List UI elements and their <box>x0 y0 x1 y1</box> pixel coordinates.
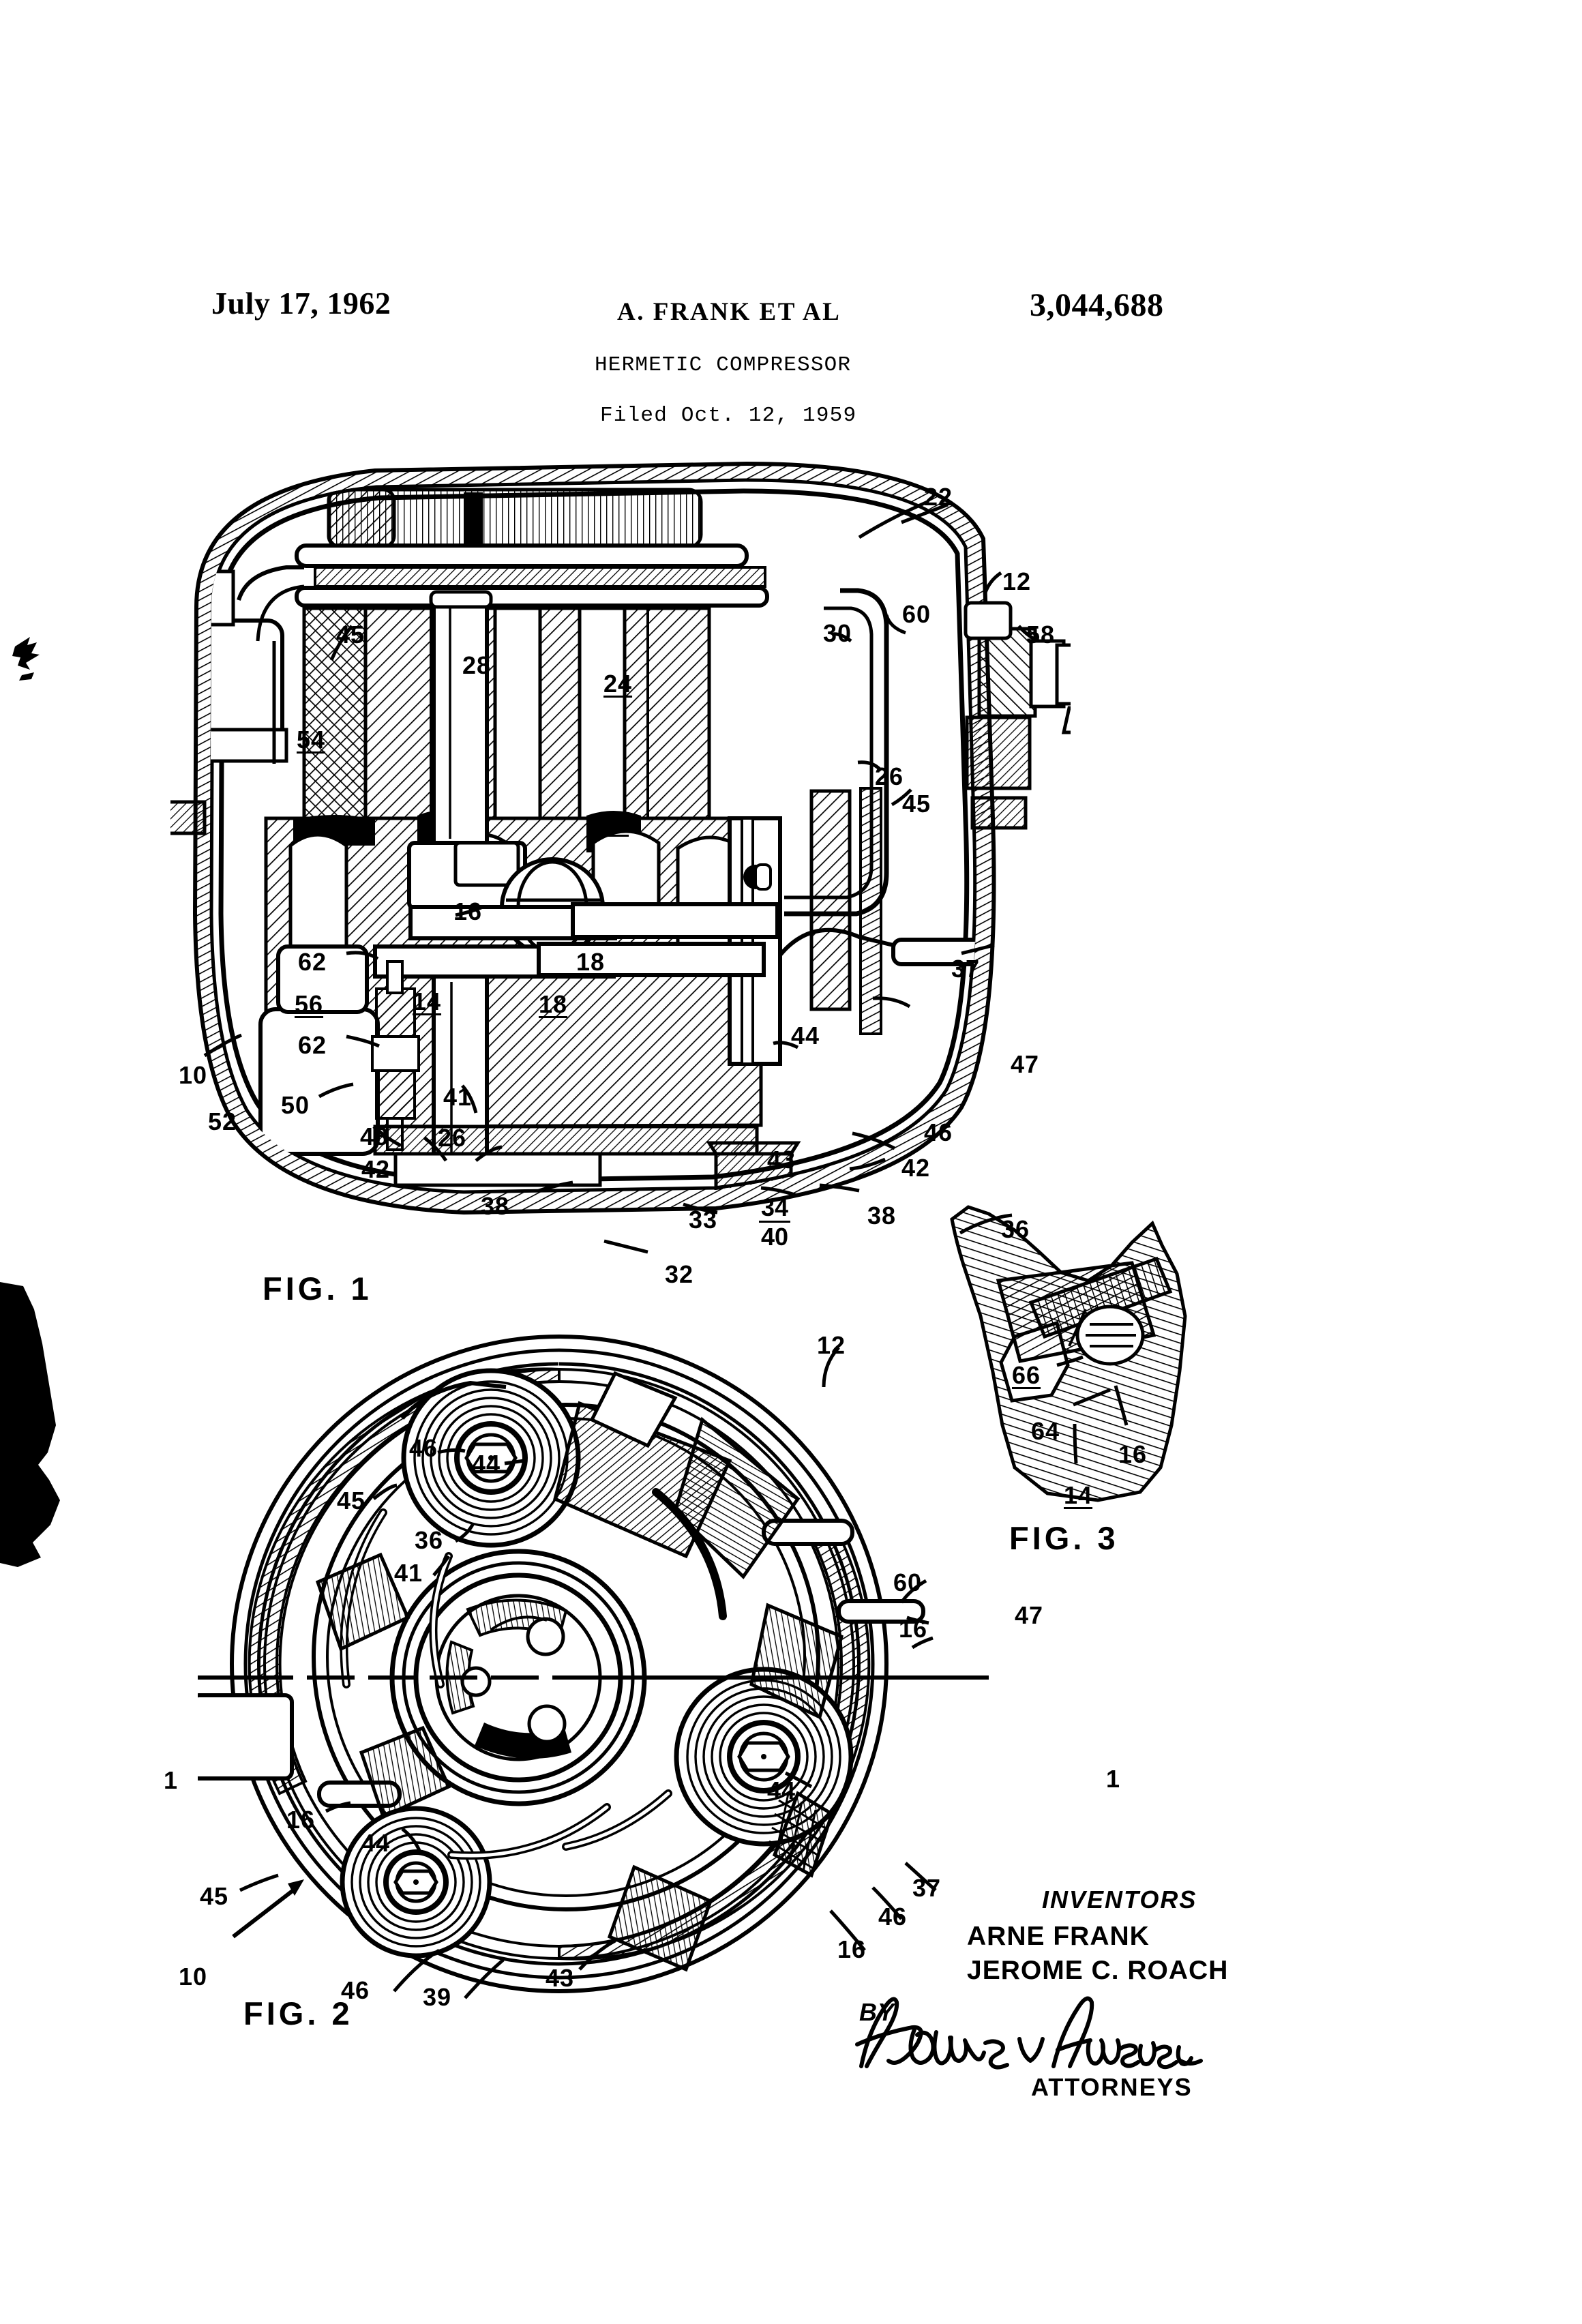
ref-numeral-44: 44 <box>472 1450 501 1478</box>
inventors-heading: INVENTORS <box>1042 1886 1197 1913</box>
ref-numeral-47: 47 <box>1015 1601 1044 1629</box>
ref-numeral-10: 10 <box>179 1963 208 1991</box>
ref-numeral-14: 14 <box>413 987 442 1015</box>
section-line-1-1 <box>198 1675 989 1680</box>
ref-numeral-42: 42 <box>361 1155 391 1183</box>
figure-1-drawing <box>170 461 1071 1254</box>
leader-lines-fig1 <box>203 500 1039 1254</box>
ref-numeral-60: 60 <box>893 1568 923 1596</box>
ref-numeral-38: 38 <box>867 1202 897 1230</box>
terminal-assembly <box>210 569 420 1156</box>
motor-stator <box>327 488 703 549</box>
ref-numeral-48: 48 <box>360 1122 389 1150</box>
ref-numeral-16: 16 <box>837 1935 867 1963</box>
section-mark-right: 1 <box>1106 1765 1121 1793</box>
cylinder-block <box>293 606 711 858</box>
ref-numeral-45: 45 <box>902 790 931 818</box>
ref-numeral-45: 45 <box>337 1487 366 1515</box>
figure-2-label: FIG. 2 <box>243 1995 353 2031</box>
ref-numeral-45: 45 <box>200 1882 229 1910</box>
ref-numeral-26: 26 <box>875 762 904 790</box>
ref-numeral-34: 34 <box>759 1195 791 1223</box>
piston-boss-bottom <box>340 1806 492 1958</box>
ref-numeral-44: 44 <box>791 1022 820 1049</box>
oil-tube-47 <box>837 1599 925 1624</box>
ref-numeral-43: 43 <box>767 1146 796 1174</box>
ref-numeral-34-over-40: 34 40 <box>759 1195 791 1251</box>
ref-numeral-50: 50 <box>281 1091 310 1119</box>
inventor-name-1: ARNE FRANK <box>967 1922 1150 1951</box>
ref-numeral-66: 66 <box>1012 1361 1041 1389</box>
ref-numeral-41: 41 <box>443 1083 473 1111</box>
stator-sector <box>315 1371 844 1972</box>
ref-numeral-64: 64 <box>1031 1417 1060 1445</box>
ref-numeral-22: 22 <box>924 483 953 511</box>
ref-numeral-54: 54 <box>297 726 326 754</box>
ref-numeral-14: 14 <box>1064 1481 1093 1509</box>
attorneys-label: ATTORNEYS <box>1031 2073 1193 2101</box>
figure-2-drawing <box>198 1335 989 1999</box>
ref-numeral-46: 46 <box>878 1903 908 1931</box>
ref-numeral-12: 12 <box>1002 567 1032 595</box>
scan-artifact-lower <box>0 1282 60 1567</box>
figure-3-label: FIG. 3 <box>1009 1520 1119 1556</box>
ref-numeral-58: 58 <box>1026 621 1056 649</box>
inventor-header-line: A. FRANK ET AL <box>617 298 841 326</box>
ref-numeral-60: 60 <box>902 600 931 628</box>
ref-numeral-26: 26 <box>438 1124 467 1152</box>
ref-numeral-16: 16 <box>899 1615 928 1643</box>
attorney-signature <box>855 1996 1203 2070</box>
ref-numeral-20: 20 <box>600 809 629 837</box>
ref-numeral-18: 18 <box>539 990 568 1018</box>
ref-numeral-56: 56 <box>295 990 324 1018</box>
filing-date: Filed Oct. 12, 1959 <box>600 404 857 428</box>
ref-numeral-45: 45 <box>336 621 365 649</box>
ref-numeral-12: 12 <box>817 1331 846 1359</box>
ref-numeral-37: 37 <box>951 955 981 983</box>
section-mark-left: 1 <box>164 1766 179 1794</box>
leader-lines-fig2 <box>239 1346 937 1999</box>
ref-numeral-62: 62 <box>298 948 327 976</box>
ref-numeral-33: 33 <box>689 1206 718 1234</box>
ref-numeral-44: 44 <box>361 1829 391 1857</box>
ref-numeral-40: 40 <box>761 1222 789 1251</box>
ref-numeral-42: 42 <box>901 1154 931 1182</box>
ref-numeral-37: 37 <box>912 1874 942 1902</box>
ref-numeral-28: 28 <box>462 651 492 679</box>
ref-numeral-62: 62 <box>298 1031 327 1059</box>
ref-numeral-10: 10 <box>179 1061 208 1089</box>
ref-numeral-38: 38 <box>481 1192 510 1220</box>
ref-numeral-36: 36 <box>1001 1215 1030 1243</box>
ref-numeral-36: 36 <box>415 1526 444 1554</box>
ref-numeral-41: 41 <box>394 1559 423 1587</box>
patent-title: HERMETIC COMPRESSOR <box>595 353 852 377</box>
ref-numeral-43: 43 <box>546 1964 575 1992</box>
ref-numeral-46: 46 <box>924 1118 953 1146</box>
ref-numeral-52: 52 <box>208 1107 237 1135</box>
ref-numeral-30: 30 <box>823 619 852 647</box>
ref-numeral-16: 16 <box>1118 1440 1148 1468</box>
ref-numeral-46: 46 <box>341 1976 370 2004</box>
ref-numeral-47: 47 <box>1011 1050 1040 1078</box>
ref-numeral-46: 46 <box>409 1434 438 1462</box>
ref-numeral-18: 18 <box>576 948 606 976</box>
piston-boss-top <box>400 1368 581 1548</box>
ref-numeral-39: 39 <box>423 1983 452 2011</box>
patent-number: 3,044,688 <box>1030 287 1164 323</box>
figure-1-label: FIG. 1 <box>263 1270 372 1307</box>
ref-numeral-44: 44 <box>767 1776 796 1804</box>
oil-pump-column <box>728 787 882 1066</box>
inventor-name-2: JEROME C. ROACH <box>967 1956 1229 1985</box>
ref-numeral-16: 16 <box>453 897 483 925</box>
figure-3-drawing <box>950 1205 1187 1502</box>
ref-numeral-32: 32 <box>665 1260 694 1288</box>
issue-date: July 17, 1962 <box>211 286 391 321</box>
ref-numeral-24: 24 <box>603 670 633 698</box>
ref-numeral-16: 16 <box>286 1806 316 1834</box>
discharge-fitting <box>170 601 1071 835</box>
scan-artifact-upper <box>12 637 40 681</box>
